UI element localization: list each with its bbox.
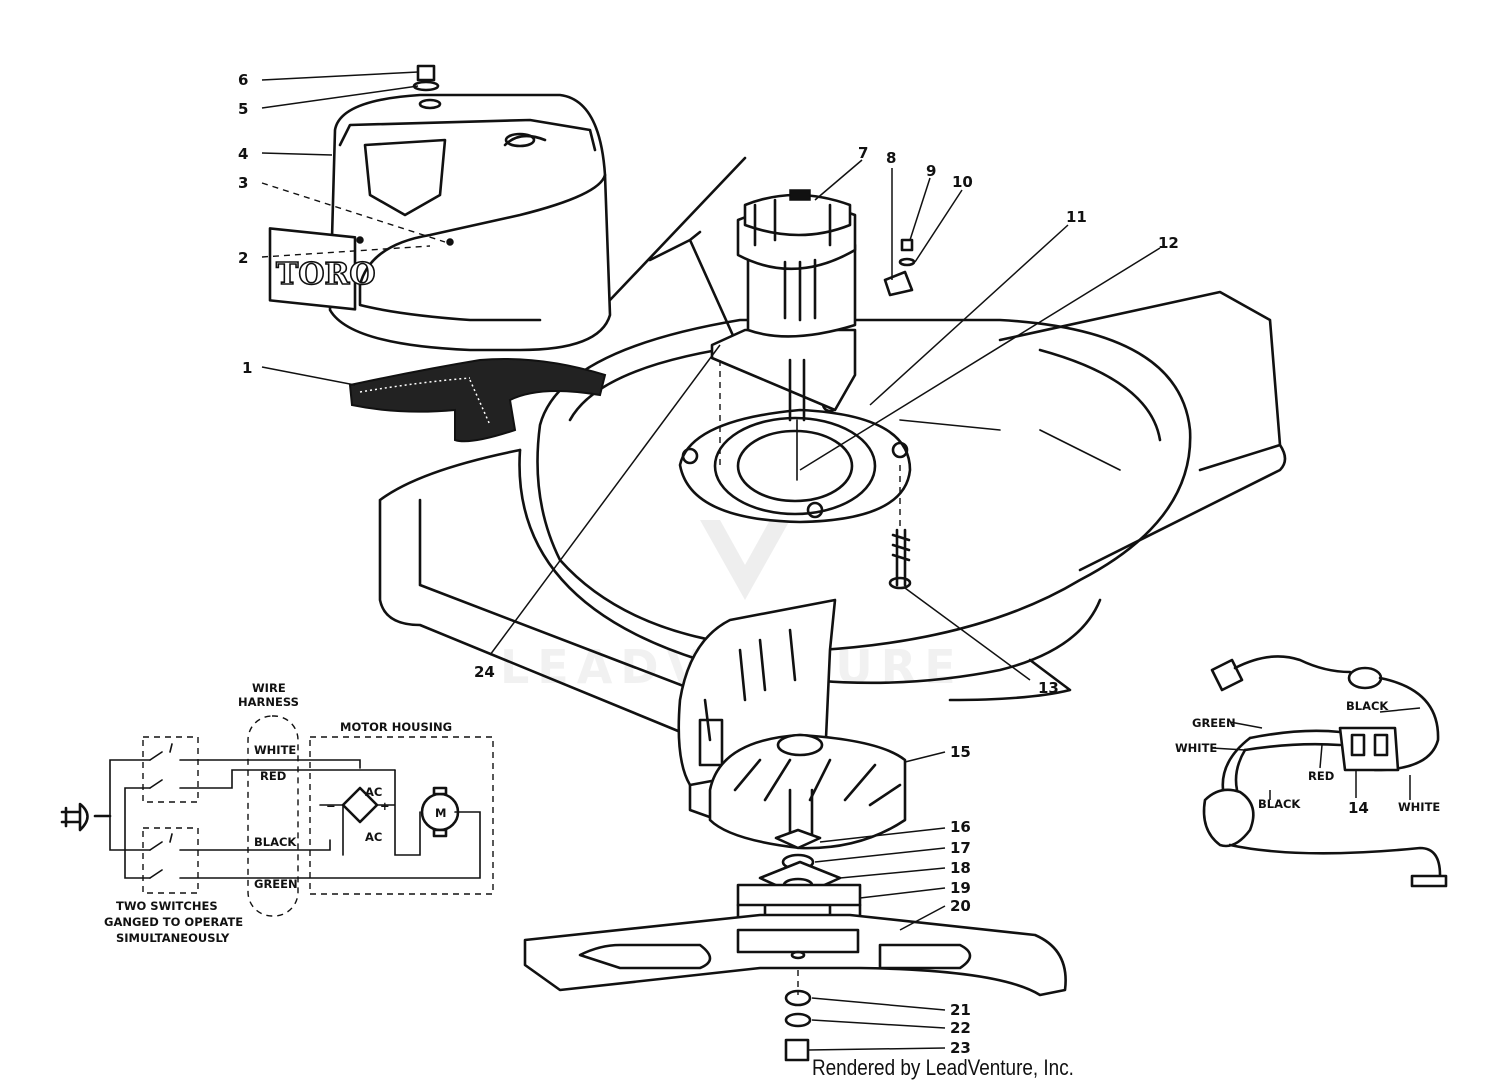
brand-logo-text: TORO bbox=[276, 257, 376, 292]
callout-11: 11 bbox=[1066, 208, 1087, 226]
callout-3: 3 bbox=[238, 174, 248, 192]
harness-black-bottom-label: BLACK bbox=[1258, 797, 1301, 811]
wire-harness-detail: BLACK GREEN WHITE RED BLACK WHITE bbox=[1175, 655, 1448, 888]
callout-9: 9 bbox=[926, 162, 936, 180]
harness-white-right-label: WHITE bbox=[1398, 800, 1440, 814]
motor-symbol-label: M bbox=[435, 806, 446, 820]
callout-12: 12 bbox=[1158, 234, 1179, 252]
callout-16: 16 bbox=[950, 818, 971, 836]
minus-label: − bbox=[326, 799, 336, 813]
wire-label-white: WHITE bbox=[254, 743, 296, 757]
motor-mount-plate bbox=[678, 395, 912, 524]
callout-2: 2 bbox=[238, 249, 248, 267]
callout-6: 6 bbox=[238, 71, 248, 89]
wire-label-green: GREEN bbox=[254, 877, 298, 891]
switch-note-line1: TWO SWITCHES bbox=[116, 899, 218, 913]
harness-black-top-label: BLACK bbox=[1346, 699, 1389, 713]
harness-label-line1: WIRE bbox=[252, 681, 286, 695]
wire-label-red: RED bbox=[260, 769, 286, 783]
callout-24: 24 bbox=[474, 663, 495, 681]
wiring-schematic: WIRE HARNESS MOTOR HOUSING AC AC − + M W… bbox=[60, 681, 494, 945]
ac-bottom-label: AC bbox=[365, 830, 382, 844]
render-credit: Rendered by LeadVenture, Inc. bbox=[812, 1055, 1074, 1080]
callout-4: 4 bbox=[238, 145, 248, 163]
callout-8: 8 bbox=[886, 149, 896, 167]
cooling-fan bbox=[708, 733, 907, 850]
callout-7: 7 bbox=[858, 144, 868, 162]
callout-17: 17 bbox=[950, 839, 971, 857]
switch-note-line2: GANGED TO OPERATE bbox=[104, 915, 243, 929]
motor-housing-label: MOTOR HOUSING bbox=[340, 720, 452, 734]
callout-23: 23 bbox=[950, 1039, 971, 1057]
callout-20: 20 bbox=[950, 897, 971, 915]
motor bbox=[710, 189, 857, 481]
callout-21: 21 bbox=[950, 1001, 971, 1019]
harness-red-label: RED bbox=[1308, 769, 1334, 783]
callout-5: 5 bbox=[238, 100, 248, 118]
callout-15: 15 bbox=[950, 743, 971, 761]
harness-label-line2: HARNESS bbox=[238, 695, 299, 709]
callout-13: 13 bbox=[1038, 679, 1059, 697]
harness-green-label: GREEN bbox=[1192, 716, 1236, 730]
switch-note-line3: SIMULTANEOUSLY bbox=[116, 931, 230, 945]
motor-cover bbox=[328, 93, 612, 352]
blade-bolt-stack bbox=[784, 970, 812, 1062]
callout-18: 18 bbox=[950, 859, 971, 877]
plus-label: + bbox=[380, 799, 390, 813]
mower-blade bbox=[523, 913, 1067, 997]
callout-19: 19 bbox=[950, 879, 971, 897]
leader-lines bbox=[261, 71, 1161, 1051]
toro-nameplate: TORO bbox=[268, 227, 376, 311]
callout-1: 1 bbox=[242, 359, 252, 377]
mower-deck bbox=[378, 156, 1287, 742]
mount-bolt bbox=[719, 360, 912, 590]
watermark-logo bbox=[700, 520, 790, 600]
callout-10: 10 bbox=[952, 173, 973, 191]
callout-14: 14 bbox=[1348, 799, 1369, 817]
air-filter bbox=[348, 358, 607, 443]
callout-22: 22 bbox=[950, 1019, 971, 1037]
ac-top-label: AC bbox=[365, 785, 382, 799]
wire-label-black: BLACK bbox=[254, 835, 297, 849]
wire-connector bbox=[883, 238, 916, 297]
harness-white-left-label: WHITE bbox=[1175, 741, 1217, 755]
callout-numbers: 6 5 4 3 2 1 7 8 9 10 11 12 13 14 15 16 1… bbox=[238, 71, 1369, 1057]
